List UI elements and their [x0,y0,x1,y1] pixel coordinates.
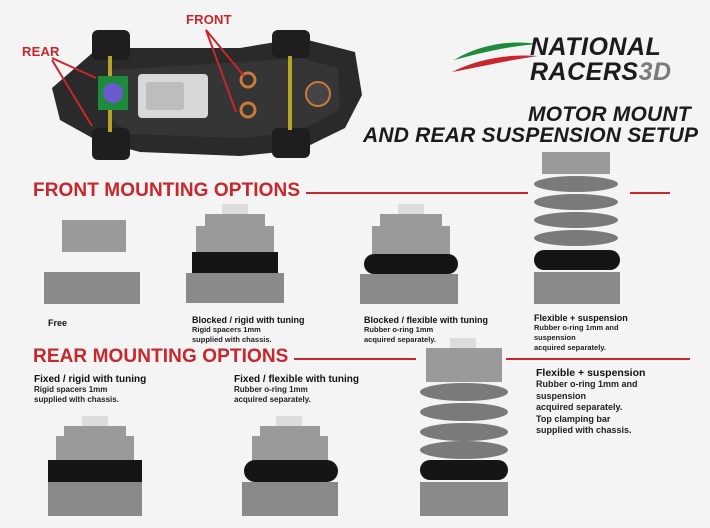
rear-section-rule-left [278,358,416,360]
front-caption-blocked-rigid: Blocked / rigid with tuning Rigid spacer… [192,315,305,345]
rubber-o-ring [364,254,458,274]
caption-desc: acquired separately. [534,343,606,352]
caption-desc: suspension [534,333,576,342]
front-arrow-1 [205,29,245,77]
block-base [420,482,508,516]
clamping-bar-tab [450,338,476,348]
rear-arrow-2 [51,59,93,127]
logo-3d: 3D [638,58,672,86]
front-tyre-bottom [272,128,310,158]
block-base [186,273,284,303]
caption-desc: Rigid spacers 1mm [192,325,261,334]
rigid-spacer [48,460,142,482]
spring-coil [534,230,618,246]
caption-desc: acquired separately. [364,335,436,344]
block-body [56,436,134,460]
caption-desc: Rubber o-ring 1mm [364,325,434,334]
block-base [360,274,458,304]
logo-racers-main: RACERS [530,58,639,86]
caption-desc: Top clamping bar [536,413,611,424]
spring-coil [420,383,508,401]
front-section-rule-right [630,192,670,194]
rigid-spacer [192,252,278,273]
page-title-line1: MOTOR MOUNT [528,103,691,126]
spring-coil [420,441,508,459]
block-top [205,214,265,226]
front-caption-free: Free [48,318,67,328]
block-tab [82,416,108,426]
caption-title: Blocked / flexible with tuning [364,315,489,325]
block-base [48,482,142,516]
spring-coil [534,212,618,228]
rear-section-rule-right [506,358,690,360]
rear-tyre-top [92,30,130,60]
caption-title: Blocked / rigid with tuning [192,315,305,325]
spring-coil [534,194,618,210]
front-caption-suspension: Flexible + suspension Rubber o-ring 1mm … [534,313,628,353]
block-tab [222,204,248,214]
crown-gear [103,83,123,103]
front-option-suspension [534,152,620,304]
front-caption-blocked-flexible: Blocked / flexible with tuning Rubber o-… [364,315,488,345]
block-tab [398,204,424,214]
front-arrow-2 [205,29,237,113]
rear-caption-fixed-flexible: Fixed / flexible with tuning Rubber o-ri… [234,374,359,405]
block-top [542,152,610,174]
block-base [242,482,338,516]
guide-pivot [305,81,331,107]
front-axle [288,56,292,130]
caption-desc: acquired separately. [234,395,311,404]
block-body [252,436,328,462]
block-base [44,272,140,304]
block-top [62,220,126,252]
caption-title: Fixed / flexible with tuning [234,374,360,385]
block-top [380,214,442,226]
callout-front: FRONT [186,12,232,27]
caption-desc: Rubber o-ring 1mm and [534,323,619,332]
motor-can [146,82,184,110]
caption-desc: suspension [536,390,587,401]
caption-title: Fixed / rigid with tuning [34,374,147,385]
caption-title: Flexible + suspension [534,313,628,323]
chassis-illustration [51,29,362,160]
logo-racers: RACERS3D [530,60,672,85]
block-body [372,226,450,256]
rear-tyre-bottom [92,128,130,160]
caption-desc: Rubber o-ring 1mm [234,385,308,394]
caption-desc: acquired separately. [536,402,623,412]
front-tyre-top [272,30,310,58]
rear-section-title: REAR MOUNTING OPTIONS [33,346,295,368]
block-body [196,226,274,252]
front-section-title: FRONT MOUNTING OPTIONS [33,180,307,202]
caption-desc: supplied with chassis. [34,395,119,404]
spring-coil [420,423,508,441]
callout-rear: REAR [22,44,60,59]
rubber-o-ring [244,460,338,482]
caption-desc: supplied with chassis. [192,335,272,344]
rear-caption-suspension: Flexible + suspension Rubber o-ring 1mm … [536,367,645,437]
caption-desc: supplied with chassis. [536,425,632,435]
front-spring-1 [239,71,257,89]
block-top [64,426,126,436]
spring-coil [420,403,508,421]
logo-swoosh-icon [452,42,538,72]
caption-desc: Rigid spacers 1mm [34,385,108,394]
block-base [534,272,620,304]
rear-arrow-1 [51,57,97,79]
rear-option-suspension [420,338,508,516]
page-title-line2: AND REAR SUSPENSION SETUP [363,124,699,147]
front-spring-2 [239,101,257,119]
oring [420,460,508,480]
block-top [426,348,502,382]
caption-desc: Rubber o-ring 1mm and [536,379,638,389]
oring [534,250,620,270]
block-tab [276,416,302,426]
block-top [260,426,320,436]
caption-title: Flexible + suspension [536,367,646,379]
caption-title: Free [48,318,68,328]
logo-national: NATIONAL [530,33,662,61]
spring-coil [534,176,618,192]
rear-caption-fixed-rigid: Fixed / rigid with tuning Rigid spacers … [34,374,146,405]
front-section-rule-left [230,192,528,194]
